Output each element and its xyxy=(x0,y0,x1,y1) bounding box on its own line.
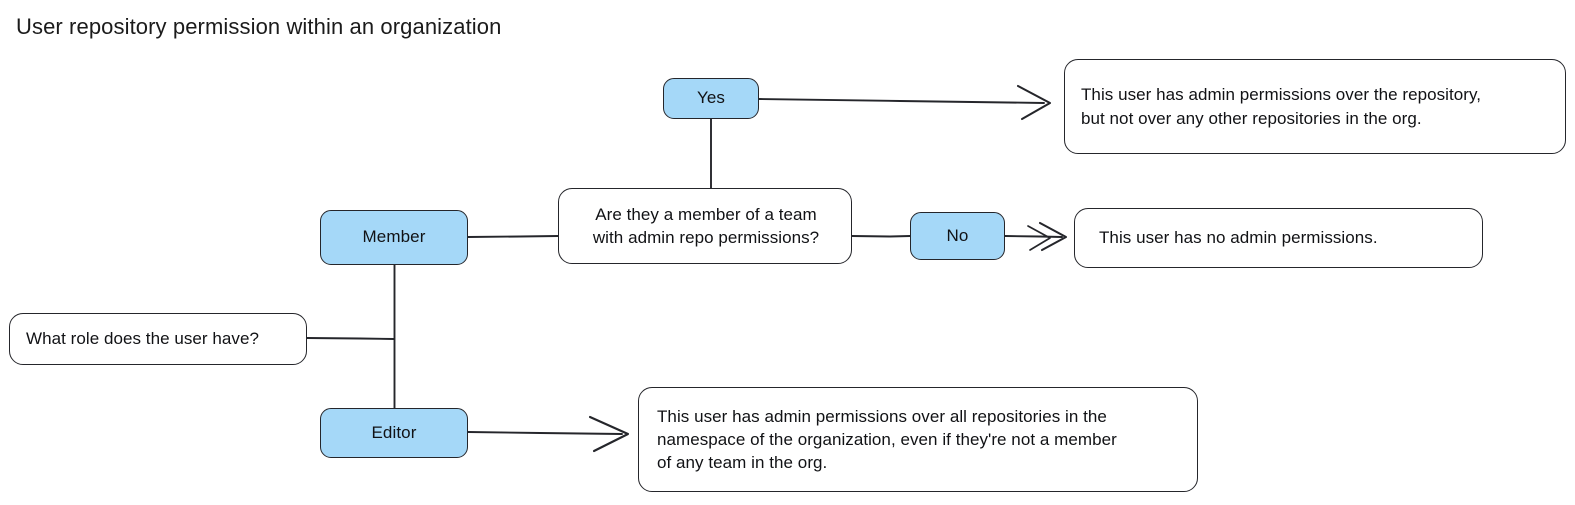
edge-member-to-question xyxy=(467,235,559,238)
arrowhead-editor-outcome xyxy=(588,415,630,453)
decision-team-admin-label: Are they a member of a team with admin r… xyxy=(592,204,820,247)
outcome-yes-box[interactable]: This user has admin permissions over the… xyxy=(1064,59,1566,154)
edge-no-to-outcome xyxy=(1004,235,1063,238)
arrowhead-yes-outcome xyxy=(1016,84,1052,121)
outcome-editor-box[interactable]: This user has admin permissions over all… xyxy=(638,387,1198,492)
node-answer-yes-label: Yes xyxy=(696,88,726,108)
node-answer-no-label: No xyxy=(946,225,969,245)
edge-question-to-no xyxy=(851,235,911,238)
outcome-no-label: This user has no admin permissions. xyxy=(1099,228,1378,248)
edge-editor-to-outcome xyxy=(467,431,623,435)
node-role-editor-label: Editor xyxy=(371,422,417,442)
decision-team-admin-question[interactable]: Are they a member of a team with admin r… xyxy=(558,188,852,264)
node-role-editor[interactable]: Editor xyxy=(320,408,468,458)
outcome-no-box[interactable]: This user has no admin permissions. xyxy=(1074,208,1483,268)
outcome-yes-label: This user has admin permissions over the… xyxy=(1081,85,1482,128)
edge-yes-to-outcome xyxy=(758,98,1045,104)
page-title: User repository permission within an org… xyxy=(16,14,502,39)
root-question-box[interactable]: What role does the user have? xyxy=(9,313,307,365)
node-answer-no[interactable]: No xyxy=(910,212,1005,260)
node-role-member-label: Member xyxy=(362,227,426,247)
arrowhead-no-outcome-b xyxy=(1027,225,1051,251)
root-question-label: What role does the user have? xyxy=(26,329,259,349)
outcome-editor-label: This user has admin permissions over all… xyxy=(657,406,1117,473)
edge-root-to-trunk xyxy=(306,337,395,340)
node-answer-yes[interactable]: Yes xyxy=(663,78,759,119)
node-role-member[interactable]: Member xyxy=(320,210,468,265)
arrowhead-no-outcome-a xyxy=(1038,221,1068,252)
